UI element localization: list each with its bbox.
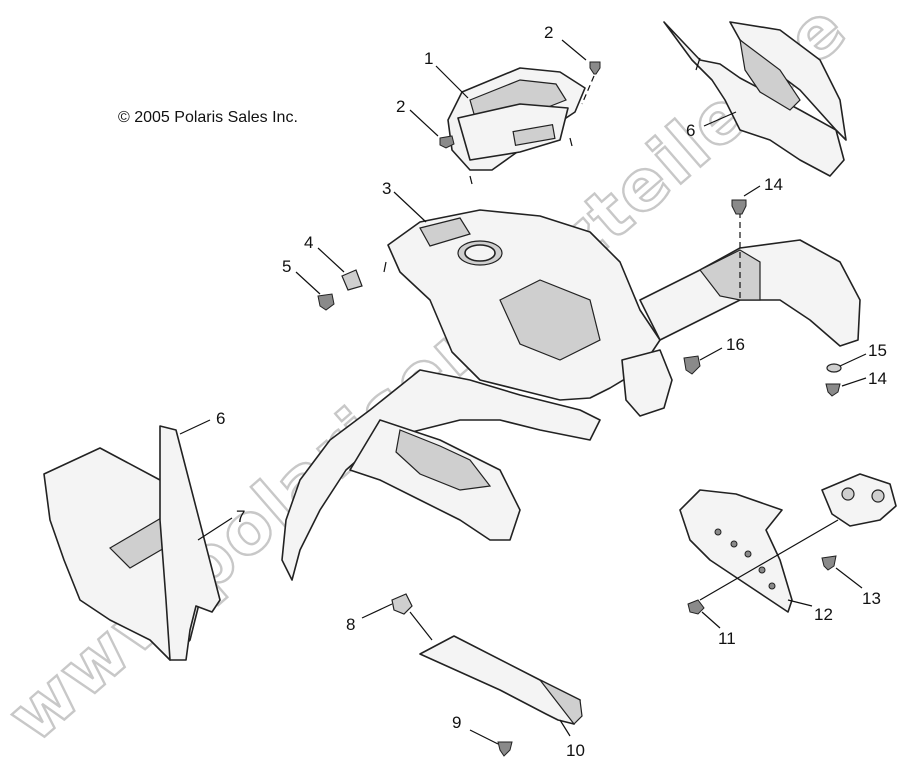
callout-6-bottom: 6 <box>216 409 225 428</box>
part-screw-14-right <box>825 383 841 397</box>
callout-6-top: 6 <box>686 121 695 140</box>
part-screw-14-top <box>731 199 747 215</box>
part-headlight-pod <box>447 67 586 185</box>
part-screw-left <box>439 135 455 149</box>
callout-8: 8 <box>346 615 355 634</box>
part-screw-top <box>581 61 601 105</box>
part-screw-13 <box>821 555 837 571</box>
part-rivet-16 <box>683 355 701 375</box>
callout-15: 15 <box>868 341 887 360</box>
callout-7: 7 <box>236 507 245 526</box>
callout-4: 4 <box>304 233 313 252</box>
callout-13: 13 <box>862 589 881 608</box>
part-switch-housing <box>699 473 897 601</box>
callout-1: 1 <box>424 49 433 68</box>
callout-5: 5 <box>282 257 291 276</box>
copyright-text: © 2005 Polaris Sales Inc. <box>118 109 298 126</box>
callout-labels: 1 2 2 6 3 14 4 5 16 15 14 6 7 8 9 10 11 … <box>216 23 887 760</box>
callout-2-top: 2 <box>544 23 553 42</box>
callout-10: 10 <box>566 741 585 760</box>
callout-11: 11 <box>718 629 736 648</box>
callout-16: 16 <box>726 335 745 354</box>
callout-12: 12 <box>814 605 833 624</box>
part-clip-8 <box>391 593 433 641</box>
part-washer-15 <box>826 363 842 373</box>
part-clip-nut <box>341 269 363 291</box>
part-screw-9 <box>497 741 513 757</box>
callout-9: 9 <box>452 713 461 732</box>
callout-14-top: 14 <box>764 175 783 194</box>
part-side-panel-top <box>663 21 847 177</box>
leader-lines <box>179 39 867 745</box>
callout-3: 3 <box>382 179 391 198</box>
part-nut-11 <box>687 599 705 615</box>
callout-2-left: 2 <box>396 97 405 116</box>
part-front-fender <box>281 209 861 581</box>
part-skid-plate <box>419 635 583 725</box>
part-screw-5 <box>317 293 335 311</box>
part-mount-bracket <box>679 489 793 613</box>
part-side-panel-7 <box>159 425 221 661</box>
callout-14-right: 14 <box>868 369 887 388</box>
